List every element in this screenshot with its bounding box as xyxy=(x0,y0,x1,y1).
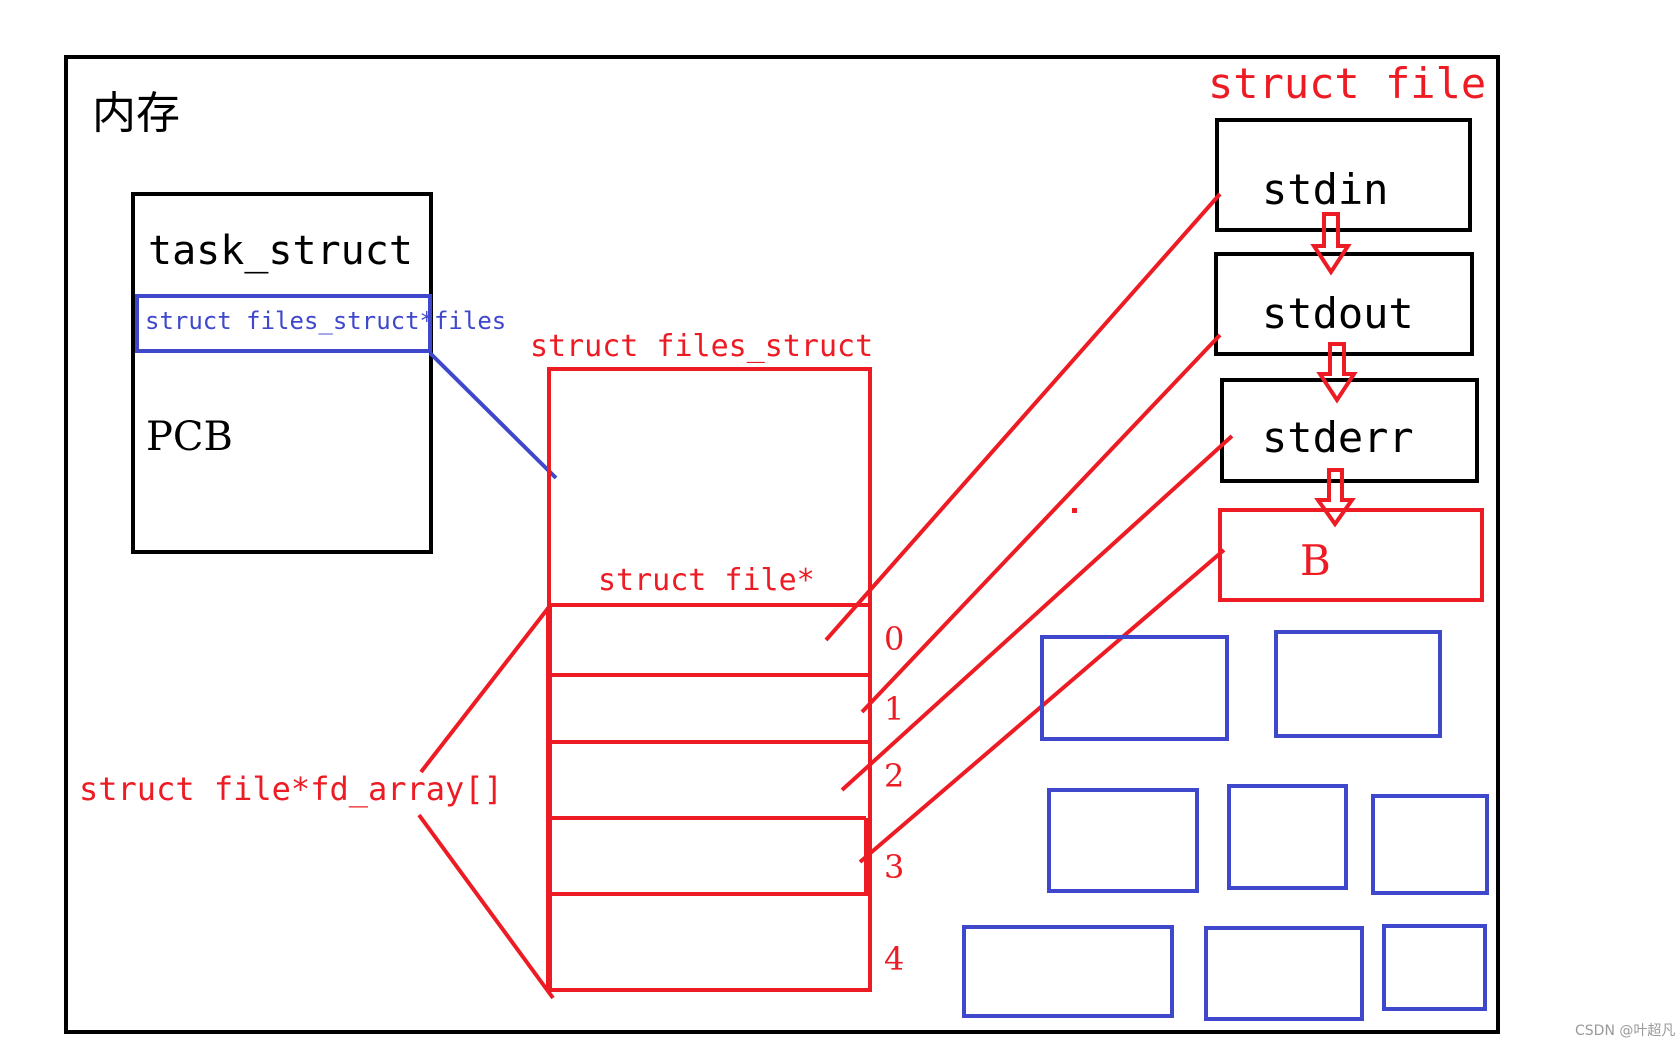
task-struct-box xyxy=(131,192,433,554)
file-object-box xyxy=(962,925,1174,1018)
files-field-box xyxy=(135,294,432,353)
file-object-box xyxy=(1227,784,1348,890)
files-struct-title: struct files_struct xyxy=(530,329,873,364)
pcb-label: PCB xyxy=(146,414,233,460)
fd-index-3: 3 xyxy=(884,848,904,886)
memory-label: 内存 xyxy=(92,88,180,139)
fd-index-0: 0 xyxy=(884,620,904,658)
fd-array-bracket-bottom xyxy=(417,813,555,1000)
file-object-box xyxy=(1274,630,1442,738)
struct-file-title: struct file xyxy=(1208,59,1486,108)
fd1-pointer-line xyxy=(860,333,1222,714)
stdout-label: stdout xyxy=(1262,289,1414,338)
file-object-box xyxy=(1382,924,1487,1011)
files-field-label: struct files_struct*files xyxy=(145,307,506,335)
file-object-box xyxy=(1040,635,1229,741)
files-struct-box xyxy=(547,367,872,992)
stdin-box xyxy=(1215,118,1472,232)
file-b-box xyxy=(1218,508,1484,602)
down-arrow-icon xyxy=(1310,212,1352,276)
files-pointer-line xyxy=(428,351,558,480)
fd-array-bracket-top xyxy=(419,605,551,774)
fd0-pointer-line xyxy=(824,192,1222,642)
stderr-label: stderr xyxy=(1262,413,1414,462)
down-arrow-icon xyxy=(1316,342,1358,404)
file-pointer-label: struct file* xyxy=(598,563,815,598)
stray-dot xyxy=(1072,508,1077,513)
memory-frame xyxy=(64,55,1500,1034)
file-b-label: B xyxy=(1300,536,1331,585)
file-object-box xyxy=(1047,788,1199,893)
fd-index-4: 4 xyxy=(884,940,904,978)
file-object-box xyxy=(1371,794,1489,895)
fd-index-2: 2 xyxy=(884,757,904,795)
stdin-label: stdin xyxy=(1262,165,1388,214)
watermark: CSDN @叶超凡 xyxy=(1575,1023,1675,1039)
fd2-pointer-line xyxy=(840,434,1234,792)
task-struct-title: task_struct xyxy=(148,228,413,274)
fd-array-label: struct file*fd_array[] xyxy=(79,770,503,808)
file-object-box xyxy=(1204,926,1364,1021)
fd-index-1: 1 xyxy=(884,690,904,728)
down-arrow-icon xyxy=(1314,468,1356,528)
